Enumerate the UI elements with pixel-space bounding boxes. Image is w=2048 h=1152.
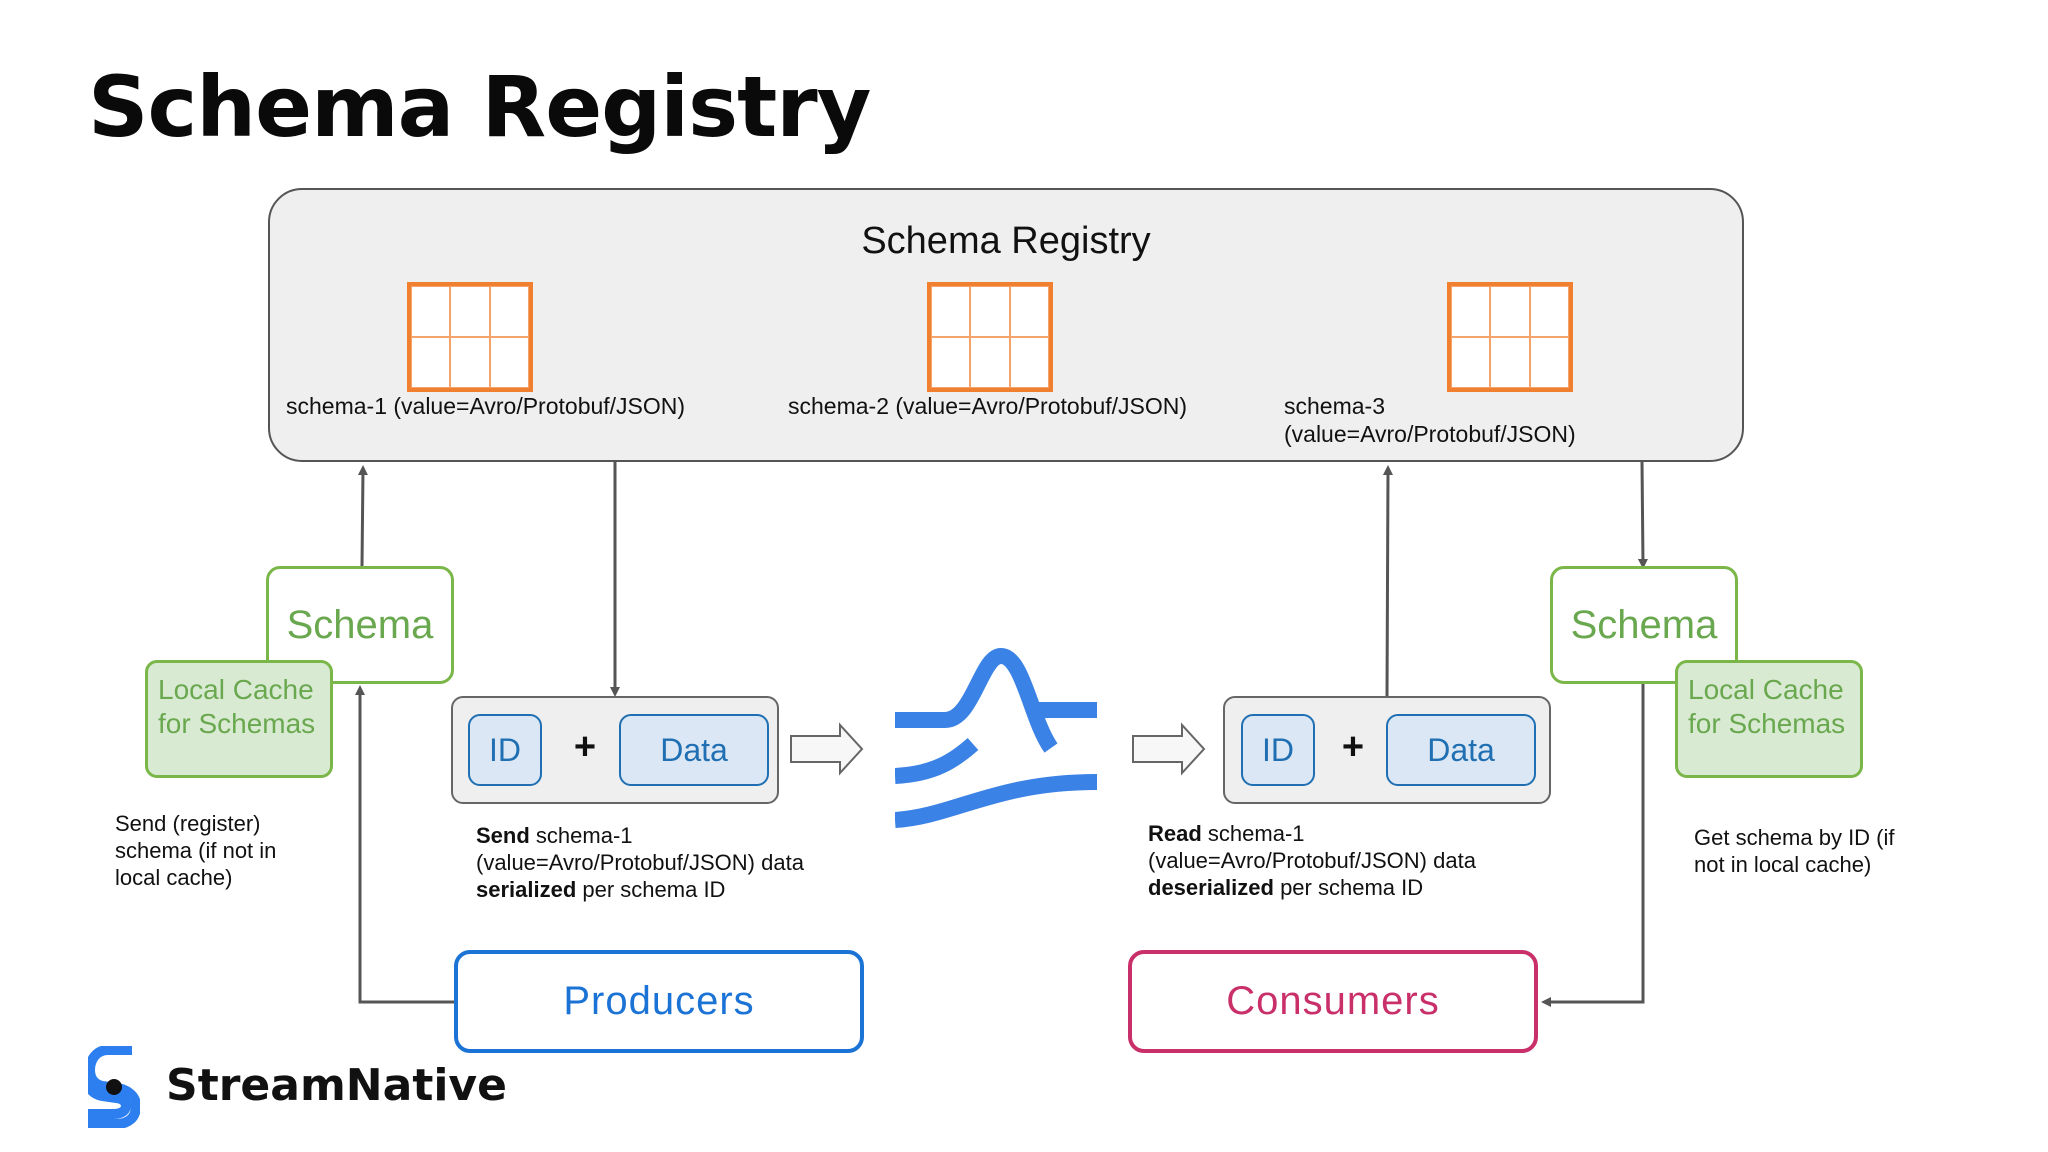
pulsar-logo-icon <box>895 648 1097 828</box>
producer-id-box: ID <box>468 714 542 786</box>
producer-cache-line1: Local Cache <box>158 674 314 705</box>
consumer-data-box: Data <box>1386 714 1536 786</box>
consumer-side-note: Get schema by ID (if not in local cache) <box>1694 825 1895 877</box>
schema-3-caption: schema-3 (value=Avro/Protobuf/JSON) <box>1284 393 1576 447</box>
producer-data-box: Data <box>619 714 769 786</box>
producer-description: Send schema-1 (value=Avro/Protobuf/JSON)… <box>476 823 804 902</box>
producer-cache-line2: for Schemas <box>158 708 316 739</box>
streamnative-logo-icon <box>88 1046 140 1128</box>
schema-3-table-icon <box>1447 282 1573 392</box>
consumer-schema-box: Schema <box>1550 566 1738 684</box>
producer-local-cache-box: Local Cache for Schemas <box>145 660 333 778</box>
producer-side-note: Send (register) schema (if not in local … <box>115 811 277 890</box>
schema-1-table-icon <box>407 282 533 392</box>
block-arrow-right-icon <box>1132 722 1206 776</box>
consumers-box: Consumers <box>1128 950 1538 1053</box>
producer-schema-label: Schema <box>286 602 434 647</box>
schema-2-table-icon <box>927 282 1053 392</box>
consumer-cache-line1: Local Cache <box>1688 674 1844 705</box>
consumer-schema-label: Schema <box>1570 602 1718 647</box>
consumer-cache-line2: for Schemas <box>1688 708 1846 739</box>
producers-label: Producers <box>563 979 755 1023</box>
consumer-description: Read schema-1 (value=Avro/Protobuf/JSON)… <box>1148 821 1476 900</box>
producers-box: Producers <box>454 950 864 1053</box>
producer-plus-sign: + <box>573 726 597 768</box>
block-arrow-right-icon <box>790 722 864 776</box>
consumers-label: Consumers <box>1226 979 1440 1023</box>
consumer-local-cache-box: Local Cache for Schemas <box>1675 660 1863 778</box>
schema-2-caption: schema-2 (value=Avro/Protobuf/JSON) <box>788 393 1188 419</box>
schema-1-caption: schema-1 (value=Avro/Protobuf/JSON) <box>286 393 686 419</box>
consumer-id-box: ID <box>1241 714 1315 786</box>
page-title: Schema Registry <box>88 58 871 156</box>
consumer-plus-sign: + <box>1341 726 1365 768</box>
brand-name: StreamNative <box>166 1060 507 1111</box>
schema-registry-label: Schema Registry <box>861 220 1151 262</box>
